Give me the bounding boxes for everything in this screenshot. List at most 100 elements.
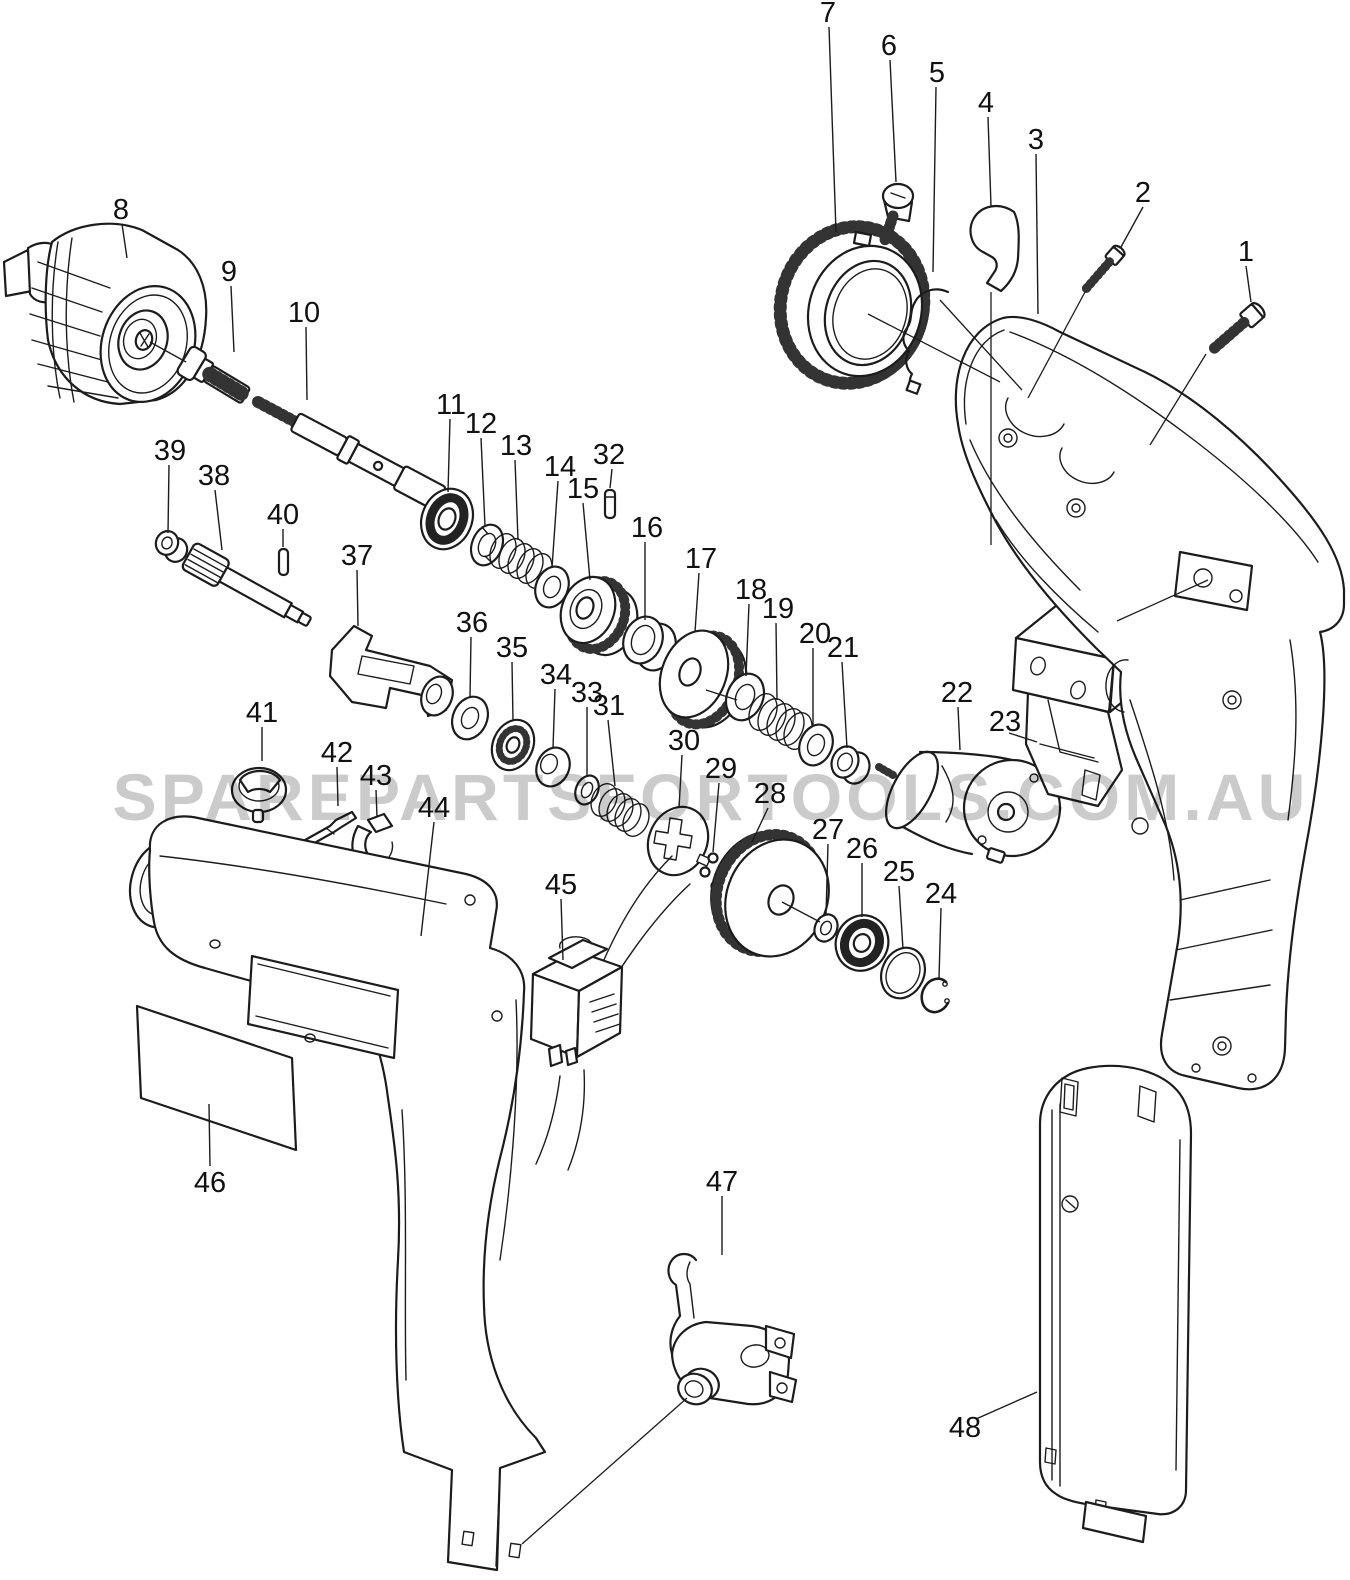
part-12-retainer-washer	[469, 523, 505, 567]
leader-line-2	[1120, 206, 1144, 248]
leader-line-12	[480, 437, 486, 527]
part-label-39: 39	[154, 435, 186, 467]
part-10-spindle	[252, 396, 455, 512]
part-label-17: 17	[685, 543, 717, 575]
part-number-labels: 1234567891011121314151617181920212223242…	[113, 0, 1254, 1545]
leader-line-8	[121, 223, 128, 259]
part-label-18: 18	[735, 574, 767, 606]
part-label-36: 36	[456, 607, 488, 639]
part-35-needle-bearing	[490, 718, 536, 772]
part-40-pin	[277, 547, 290, 577]
leader-line-6	[889, 59, 897, 183]
leader-line-27	[825, 843, 829, 916]
part-20-washer	[798, 723, 834, 767]
leader-line-9	[230, 285, 235, 353]
leader-line-34	[552, 688, 556, 749]
leader-line-43	[375, 789, 378, 818]
leader-line-46	[208, 1103, 211, 1167]
part-label-10: 10	[288, 297, 320, 329]
part-label-37: 37	[341, 540, 373, 572]
part-label-25: 25	[883, 856, 915, 888]
leader-line-28	[751, 807, 769, 843]
part-label-31: 31	[593, 690, 625, 722]
part-26-ball-bearing	[834, 914, 890, 972]
part-label-4: 4	[978, 87, 994, 119]
part-6-screw	[879, 182, 915, 246]
part-label-21: 21	[827, 632, 859, 664]
leader-line-38	[214, 489, 223, 551]
part-label-42: 42	[321, 737, 353, 769]
assembly-line-8	[781, 901, 821, 923]
part-37-yoke	[328, 624, 454, 718]
part-9-chuck-screw	[176, 345, 252, 404]
part-34-washer	[535, 746, 571, 788]
assembly-line-6	[1149, 353, 1207, 446]
part-label-14: 14	[544, 451, 576, 483]
part-27-washer	[813, 913, 839, 943]
leader-line-42	[336, 766, 339, 807]
leader-line-17	[694, 572, 700, 633]
part-39-cap	[154, 530, 189, 563]
part-38-counter-shaft	[181, 542, 312, 627]
part-46-name-plate	[135, 1004, 298, 1152]
part-label-24: 24	[925, 878, 957, 910]
leader-line-7	[828, 26, 837, 233]
leader-line-18	[745, 603, 750, 677]
assembly-line-7	[1027, 291, 1086, 399]
leader-line-4	[987, 116, 992, 207]
part-label-19: 19	[762, 593, 794, 625]
leader-line-24	[938, 907, 942, 979]
part-31-spring	[590, 783, 650, 837]
part-13-spring	[489, 533, 553, 589]
part-1-screw	[1206, 302, 1266, 356]
part-44-housing-left	[128, 815, 547, 1572]
part-2-screw	[1080, 244, 1126, 295]
leader-line-31	[607, 719, 616, 787]
part-29-steel-balls	[699, 852, 722, 892]
leader-line-45	[560, 898, 564, 961]
part-label-8: 8	[113, 194, 129, 226]
leader-line-44	[420, 821, 435, 937]
part-21-bushing	[830, 745, 871, 785]
watermark: SPAREPARTSFORTOOLS.COM.AU	[113, 760, 1310, 834]
leader-line-30	[678, 754, 683, 809]
leader-line-5	[932, 86, 937, 273]
part-label-33: 33	[571, 677, 603, 709]
leader-line-19	[775, 622, 778, 701]
assembly-line-5	[1116, 579, 1209, 622]
part-label-41: 41	[246, 697, 278, 729]
part-11-ball-bearing	[419, 487, 475, 551]
part-label-45: 45	[545, 869, 577, 901]
part-45-switch	[529, 855, 691, 1171]
part-15-gear	[559, 575, 639, 657]
part-label-29: 29	[705, 753, 737, 785]
leader-line-22	[957, 706, 961, 751]
assembly-line-2	[867, 313, 1001, 383]
part-label-28: 28	[754, 778, 786, 810]
assembly-line-10	[521, 1397, 688, 1545]
part-label-9: 9	[221, 256, 237, 288]
part-label-26: 26	[846, 833, 878, 865]
leader-line-15	[582, 502, 591, 581]
part-33-washer	[574, 774, 600, 806]
part-48-battery	[1038, 1064, 1193, 1544]
part-30-clutch-carrier	[646, 805, 711, 877]
assembly-line-1	[149, 341, 187, 363]
part-label-38: 38	[198, 460, 230, 492]
part-label-35: 35	[496, 632, 528, 664]
part-4-c-plate	[969, 204, 1020, 293]
part-28-spur-gear	[710, 829, 830, 958]
leader-line-32	[609, 468, 613, 489]
part-label-15: 15	[567, 473, 599, 505]
part-47-retainer-bracket	[667, 1252, 798, 1406]
part-8-chuck	[2, 222, 208, 406]
part-label-11: 11	[436, 389, 466, 421]
part-label-32: 32	[593, 439, 625, 471]
part-label-47: 47	[706, 1166, 738, 1198]
diagram-artwork	[2, 182, 1346, 1572]
leader-line-14	[551, 480, 559, 569]
part-label-5: 5	[929, 57, 945, 89]
leader-line-35	[511, 661, 514, 722]
part-label-13: 13	[500, 430, 532, 462]
